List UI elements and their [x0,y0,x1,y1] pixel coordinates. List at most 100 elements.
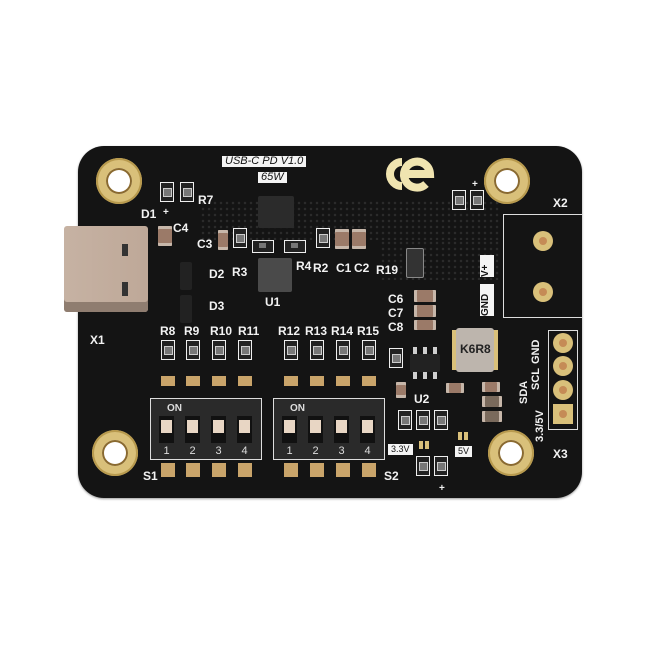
resistor-top-right [452,190,466,210]
mounting-hole-top-right [484,158,530,204]
x2-label: X2 [553,196,568,210]
r9-label: R9 [184,324,200,338]
s1-switch-3[interactable] [211,416,226,443]
dip-leg [336,463,350,477]
x3-pin-scl[interactable] [553,356,573,376]
usb-c-connector[interactable] [64,226,148,312]
dip-leg [362,376,376,386]
d1-plus-mark: + [163,207,169,218]
s2-on-label: ON [290,403,305,414]
inductor: K6R8 [456,328,494,372]
s1-label: S1 [143,469,158,483]
s2-pos-3: 3 [338,445,345,457]
connector-slot [122,282,128,296]
gnd-label-box: GND [480,284,494,316]
jumper-3v3-pad[interactable] [419,441,423,449]
s2-pos-2: 2 [312,445,319,457]
diode-d2 [180,262,192,290]
x3-pin-vcc[interactable] [553,404,573,424]
dip-leg [284,376,298,386]
r3-label: R3 [232,265,248,279]
s2-switch-3[interactable] [334,416,349,443]
r14-label: R14 [331,324,354,338]
resistor-r9 [186,340,200,360]
x2-pad-vplus[interactable] [533,231,553,251]
c8-label: C8 [388,320,404,334]
r8-label: R8 [160,324,176,338]
d1-label: D1 [141,207,157,221]
x2-terminal-outline [503,214,583,318]
ic-pin [423,372,427,379]
dip-leg [310,463,324,477]
capacitor-u2 [396,382,406,398]
dip-leg [161,376,175,386]
mounting-hole-top-left [96,158,142,204]
s1-pos-2: 2 [189,445,196,457]
resistor-r13 [310,340,324,360]
resistor-r10 [212,340,226,360]
r2-label: R2 [313,261,329,275]
resistor-r12 [284,340,298,360]
dip-leg [212,463,226,477]
dip-leg [186,463,200,477]
c6-label: C6 [388,292,404,306]
s1-pos-3: 3 [215,445,222,457]
ic-pin [413,347,417,354]
dip-leg [336,376,350,386]
r7-label: R7 [198,193,214,207]
d3-label: D3 [209,299,225,313]
dip-switch-s2: ON 1 2 3 4 [273,398,385,460]
capacitor-c8 [414,320,436,330]
led-top-right [470,190,484,210]
r13-label: R13 [305,324,328,338]
x3-pin-sda[interactable] [553,380,573,400]
dip-leg [284,463,298,477]
ic-pin [413,372,417,379]
jumper-5v-pad[interactable] [464,432,468,440]
dip-leg [238,376,252,386]
u1-label: U1 [265,295,281,309]
x3-sda-label: SDA [518,380,530,404]
ic-u2 [410,354,440,372]
s2-switch-2[interactable] [308,416,323,443]
s1-pos-1: 1 [163,445,170,457]
s1-switch-2[interactable] [185,416,200,443]
s2-label: S2 [384,469,399,483]
capacitor [482,382,500,392]
x2-pad-gnd[interactable] [533,282,553,302]
s1-switch-4[interactable] [237,416,252,443]
s2-pos-1: 1 [286,445,293,457]
jumper-3v3-pad[interactable] [425,441,429,449]
s2-switch-4[interactable] [360,416,375,443]
d2-label: D2 [209,267,225,281]
r10-label: R10 [210,324,233,338]
gnd-label: GND [480,293,491,316]
dip-leg [212,376,226,386]
via-grid [200,200,500,240]
s1-switch-1[interactable] [159,416,174,443]
connector-slot [122,244,128,256]
mounting-hole-bottom-right [488,430,534,476]
led-plus-mark: + [439,483,445,494]
s1-on-label: ON [167,403,182,414]
x3-pin-gnd[interactable] [553,333,573,353]
ic-pin [433,372,437,379]
capacitor-c7 [414,305,436,317]
resistor [416,456,430,476]
c1-label: C1 [336,261,352,275]
board-power-label: 65W [258,172,287,183]
jumper-5v-pad[interactable] [458,432,462,440]
resistor-r19 [406,248,424,278]
resistor-r4 [284,240,306,253]
resistor [416,410,430,430]
s2-switch-1[interactable] [282,416,297,443]
dip-leg [362,463,376,477]
resistor-r8 [161,340,175,360]
s2-pos-4: 4 [364,445,371,457]
resistor [434,410,448,430]
ic-u1 [258,258,292,292]
resistor [398,410,412,430]
r4-label: R4 [296,259,312,273]
vplus-label-box: V+ [480,255,494,277]
r11-label: R11 [238,324,260,338]
